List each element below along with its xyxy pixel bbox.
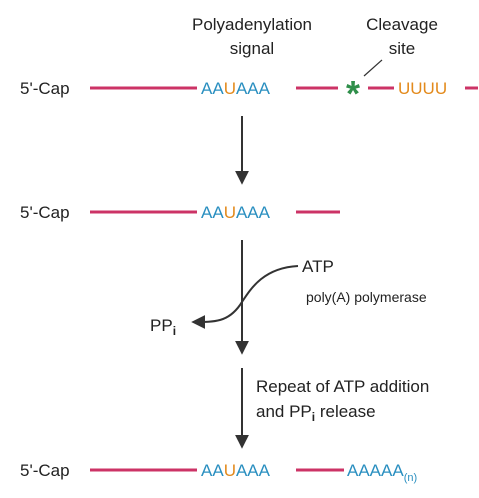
ppi-label: PPi	[150, 316, 176, 338]
polyadenylation-signal-label-2: signal	[230, 39, 274, 58]
cap-label-row-2: 5'-Cap	[20, 203, 70, 222]
cap-label-row-1: 5'-Cap	[20, 79, 70, 98]
repeat-label-2: and PPi release	[256, 402, 376, 424]
cleavage-site-label-2: site	[389, 39, 415, 58]
atp-to-ppi-curve	[191, 265, 299, 329]
polyadenylation-sequence-row-3: AAUAAA	[201, 461, 271, 480]
uuuu-sequence: UUUU	[398, 79, 447, 98]
polyadenylation-sequence-row-1: AAUAAA	[201, 79, 271, 98]
rna-row-2: 5'-Cap AAUAAA	[20, 203, 340, 222]
cleavage-pointer-line	[363, 59, 383, 77]
polyadenylation-signal-label: Polyadenylation	[192, 15, 312, 34]
rna-row-1: 5'-Cap AAUAAA * UUUU	[20, 73, 478, 114]
polyadenylation-sequence-row-2: AAUAAA	[201, 203, 271, 222]
cap-label-row-3: 5'-Cap	[20, 461, 70, 480]
atp-label: ATP	[302, 257, 334, 276]
rna-row-3: 5'-Cap AAUAAA AAAAA(n)	[20, 461, 417, 484]
cleavage-site-mark: *	[346, 73, 360, 114]
repeat-label: Repeat of ATP addition	[256, 377, 429, 396]
poly-a-tail: AAAAA(n)	[347, 461, 417, 484]
enzyme-label: poly(A) polymerase	[306, 289, 427, 305]
cleavage-site-label: Cleavage	[366, 15, 438, 34]
